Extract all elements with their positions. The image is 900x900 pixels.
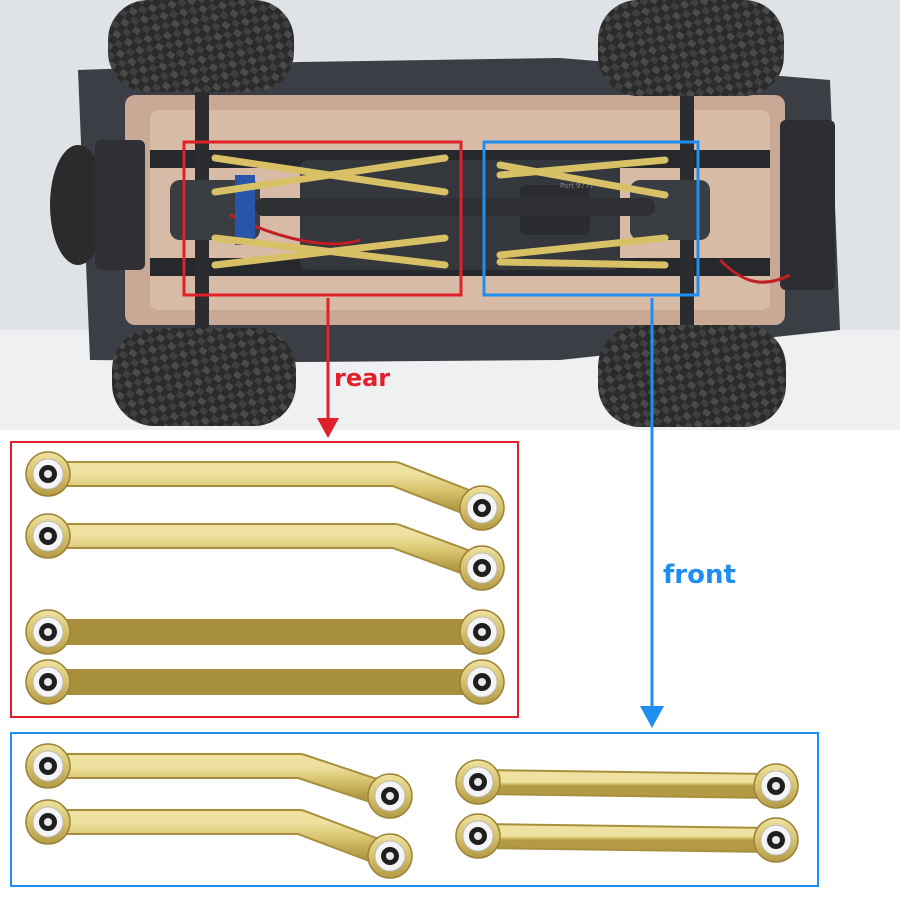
rear-arrow bbox=[317, 298, 339, 438]
front-arrow bbox=[640, 298, 664, 728]
ball-joint-icon bbox=[455, 813, 501, 859]
tire-front-bottom bbox=[598, 325, 786, 427]
rear-highlight-box bbox=[182, 140, 463, 297]
link-rod-face bbox=[37, 755, 401, 807]
rear-links-group bbox=[25, 451, 505, 705]
link-rod-face bbox=[37, 525, 493, 579]
link-rod-face bbox=[37, 463, 493, 519]
ball-joint-icon bbox=[25, 799, 71, 845]
ball-joint-icon bbox=[753, 817, 799, 863]
link-rod-face bbox=[467, 771, 787, 797]
ball-joint-icon bbox=[25, 513, 71, 559]
tire-rear-bottom bbox=[112, 328, 296, 426]
ball-joint-icon bbox=[459, 659, 505, 705]
ball-joint-icon bbox=[25, 609, 71, 655]
arrow-down-icon bbox=[640, 706, 664, 728]
car-underside-photo: Part 9777 bbox=[0, 0, 900, 430]
ball-joint-icon bbox=[459, 485, 505, 531]
rear-links-panel bbox=[10, 441, 519, 718]
front-links-group bbox=[25, 743, 799, 879]
front-links-panel bbox=[10, 732, 819, 887]
ball-joint-icon bbox=[459, 545, 505, 591]
part-stamp: Part 9777 bbox=[560, 182, 594, 190]
ball-joint-icon bbox=[367, 773, 413, 819]
link-rod-face bbox=[467, 825, 787, 851]
ball-joint-icon bbox=[459, 609, 505, 655]
front-links-installed bbox=[496, 156, 669, 269]
ball-joint-icon bbox=[25, 659, 71, 705]
front-label: front bbox=[663, 560, 736, 590]
ball-joint-icon bbox=[25, 743, 71, 789]
ball-joint-icon bbox=[455, 759, 501, 805]
rear-label: rear bbox=[334, 364, 390, 392]
arrow-down-icon bbox=[317, 418, 339, 438]
rear-links-installed bbox=[211, 154, 449, 269]
front-highlight-box bbox=[482, 140, 700, 297]
tire-rear-top bbox=[108, 0, 294, 92]
ball-joint-icon bbox=[25, 451, 71, 497]
link-rod-face bbox=[37, 811, 401, 867]
ball-joint-icon bbox=[753, 763, 799, 809]
tire-front-top bbox=[598, 0, 784, 96]
ball-joint-icon bbox=[367, 833, 413, 879]
